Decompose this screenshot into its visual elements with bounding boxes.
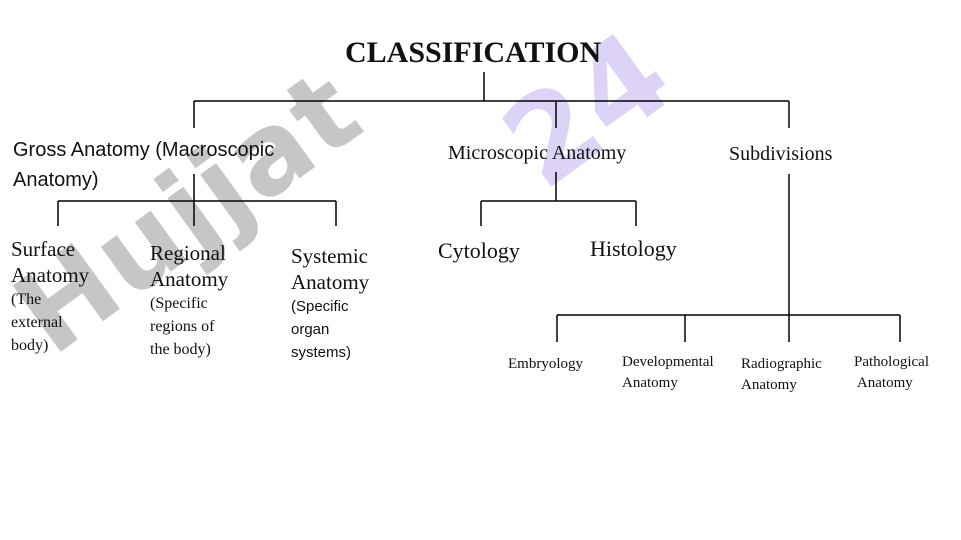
node-desc-line: external xyxy=(11,314,63,331)
node-regional-anatomy: Regional Anatomy (Specific regions of th… xyxy=(150,240,270,361)
node-systemic-anatomy: Systemic Anatomy (Specific organ systems… xyxy=(291,243,401,364)
node-desc-line: organ xyxy=(291,321,330,338)
node-cytology: Cytology xyxy=(438,238,520,263)
node-desc-line: regions of xyxy=(150,318,215,335)
node-title-line: Surface xyxy=(11,237,76,261)
node-subdivisions: Subdivisions xyxy=(729,143,833,165)
node-line: Anatomy xyxy=(622,375,678,391)
node-gross-anatomy: Gross Anatomy (Macroscopic Anatomy) xyxy=(13,139,275,191)
node-developmental-anatomy: Developmental Anatomy xyxy=(622,352,714,394)
node-title-line: Regional xyxy=(150,241,226,265)
node-line: Anatomy xyxy=(854,375,913,391)
node-surface-anatomy: Surface Anatomy (The external body) xyxy=(11,236,121,357)
node-title-line: Anatomy xyxy=(150,267,229,291)
node-microscopic-anatomy: Microscopic Anatomy xyxy=(448,142,627,164)
node-radiographic-anatomy: Radiographic Anatomy xyxy=(741,354,822,396)
node-line: Embryology xyxy=(508,356,583,372)
node-histology: Histology xyxy=(590,236,677,261)
node-title-line: Anatomy xyxy=(291,270,370,294)
node-line: Pathological xyxy=(854,354,929,370)
diagram-title: CLASSIFICATION xyxy=(345,36,602,69)
node-title-line: Anatomy xyxy=(11,263,90,287)
node-desc-line: systems) xyxy=(291,344,351,361)
node-desc-line: the body) xyxy=(150,341,211,358)
node-desc-line: (The xyxy=(11,291,42,308)
node-title-line: Systemic xyxy=(291,244,368,268)
node-embryology: Embryology xyxy=(508,354,583,375)
node-line: Radiographic xyxy=(741,356,822,372)
node-line: Anatomy xyxy=(741,377,797,393)
node-line: Developmental xyxy=(622,354,714,370)
node-pathological-anatomy: Pathological Anatomy xyxy=(854,352,929,394)
node-desc-line: (Specific xyxy=(150,295,208,312)
node-desc-line: (Specific xyxy=(291,298,349,315)
node-desc-line: body) xyxy=(11,337,49,354)
